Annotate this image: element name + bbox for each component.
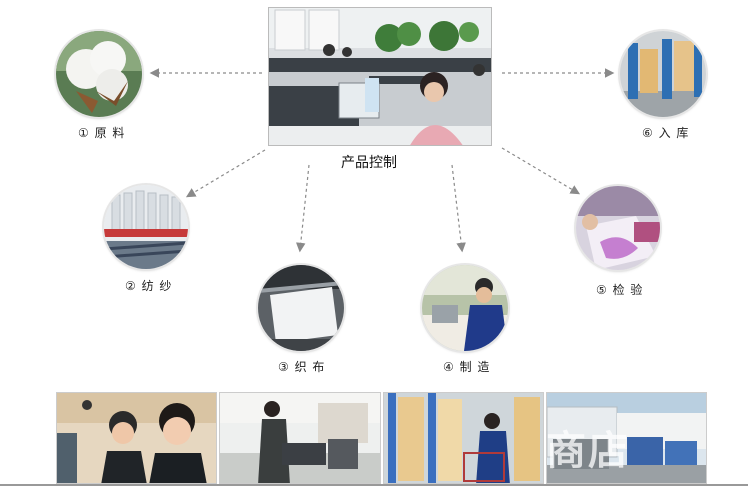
warehouse-staff-photo bbox=[383, 392, 544, 484]
bottom-divider bbox=[0, 484, 748, 486]
office-work-photo bbox=[219, 392, 381, 484]
weaving-image bbox=[258, 265, 344, 351]
arrow-to-weaving bbox=[295, 164, 310, 253]
inspection-image bbox=[576, 186, 660, 270]
flow-arrows bbox=[149, 68, 615, 253]
step-label-weaving: ③ 织 布 bbox=[278, 360, 326, 374]
office-photo bbox=[268, 7, 492, 146]
store-watermark: 商店 bbox=[546, 428, 630, 474]
arrow-to-inspection bbox=[501, 147, 581, 195]
center-label: 产品控制 bbox=[341, 155, 397, 171]
customer-service-photo bbox=[56, 392, 217, 484]
warehouse-image bbox=[620, 31, 706, 117]
step-label-warehouse: ⑥ 入 库 bbox=[642, 126, 690, 140]
logistics-trucks-photo bbox=[546, 392, 707, 484]
manufacturing-image bbox=[422, 265, 508, 351]
step-label-manufacturing: ④ 制 造 bbox=[443, 360, 491, 374]
spinning-image bbox=[104, 185, 188, 269]
arrow-to-spinning bbox=[185, 149, 266, 198]
step-label-spinning: ② 纺 纱 bbox=[125, 279, 173, 293]
step-label-raw-material: ① 原 料 bbox=[78, 126, 126, 140]
raw-material-image bbox=[56, 31, 142, 117]
arrow-to-manufacturing bbox=[451, 164, 466, 253]
step-label-inspection: ⑤ 检 验 bbox=[596, 283, 644, 297]
